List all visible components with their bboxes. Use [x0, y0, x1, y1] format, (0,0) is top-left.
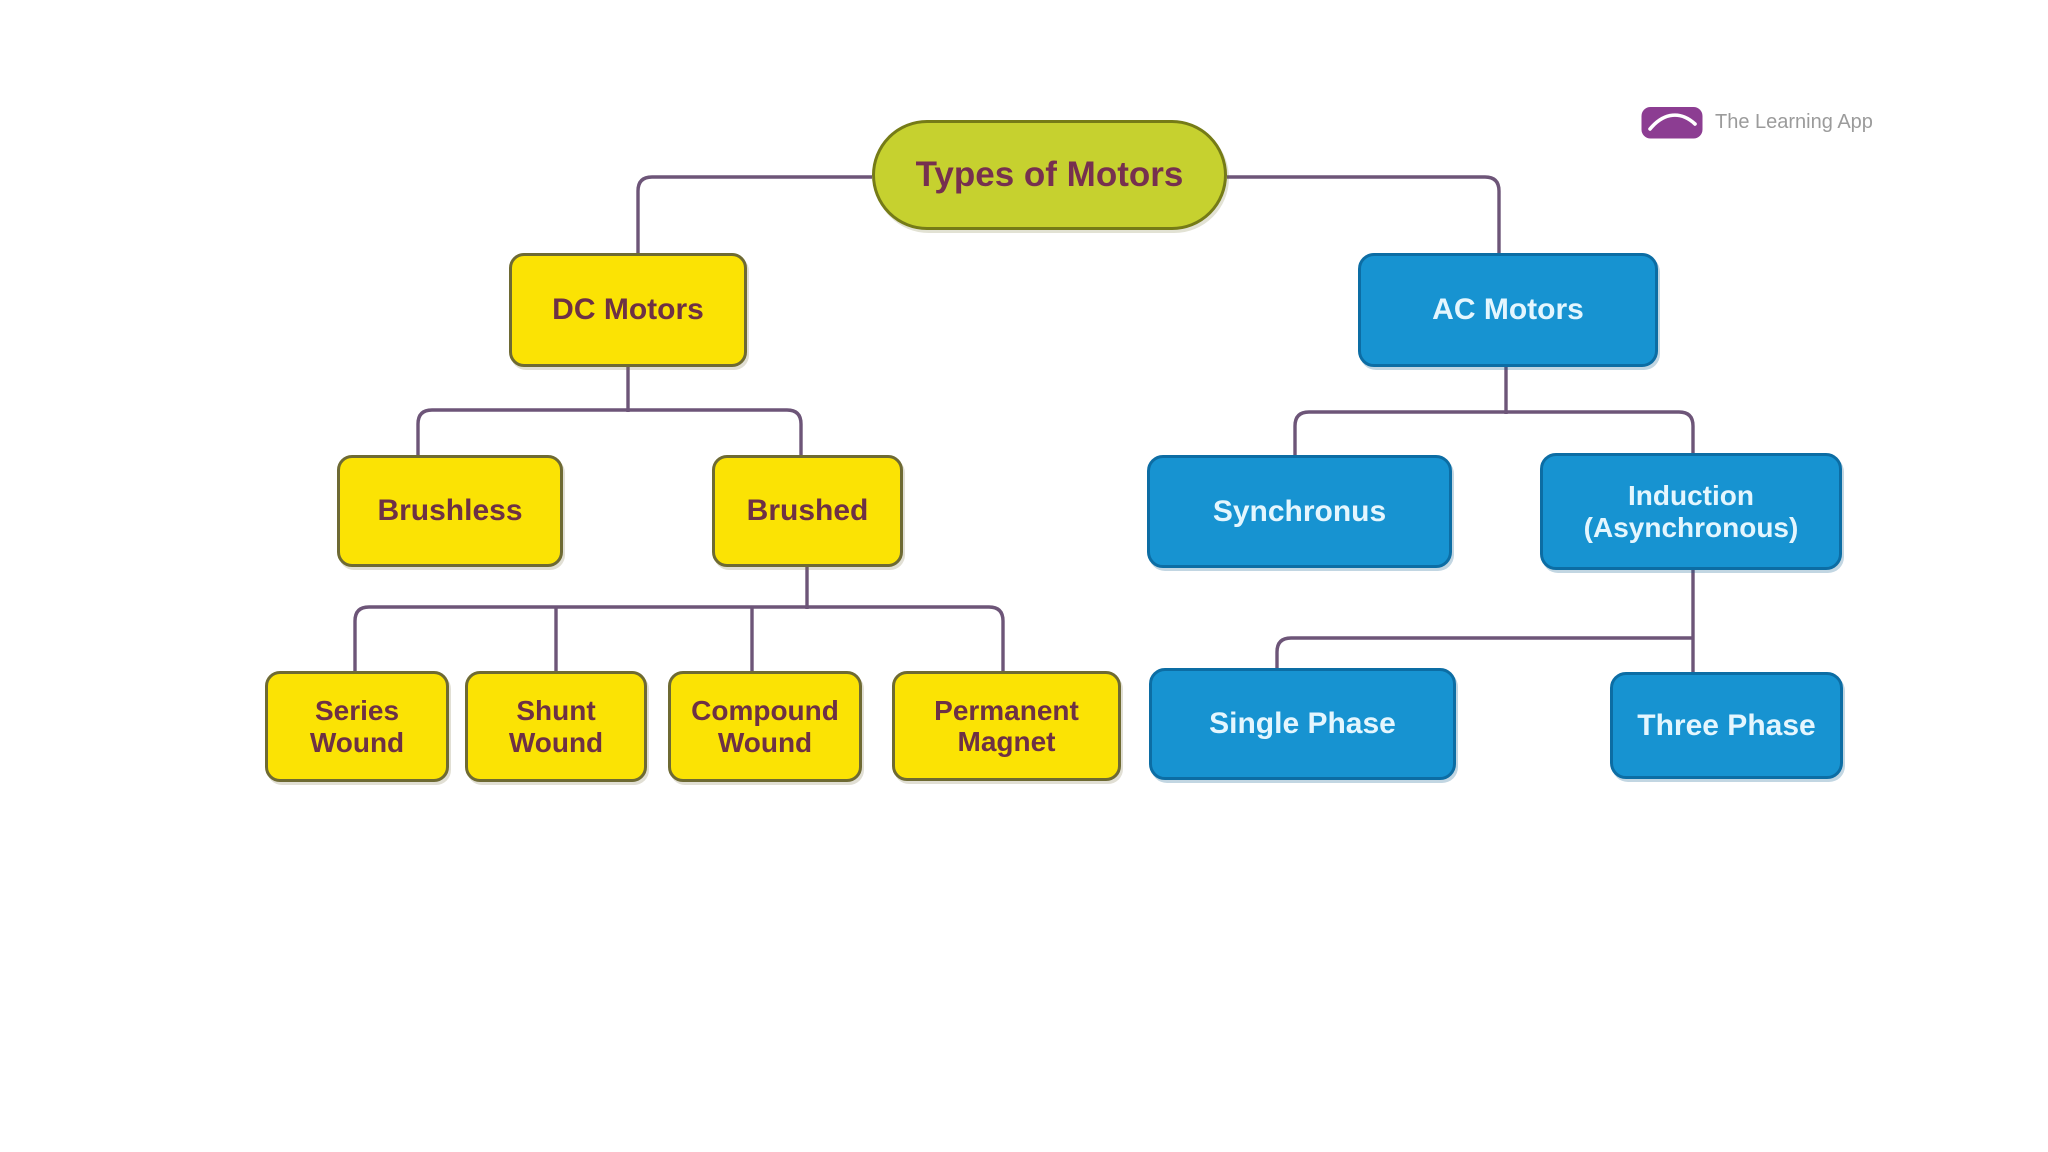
node-induction-asynchronous: Induction (Asynchronous) — [1540, 453, 1842, 570]
node-dc-motors: DC Motors — [509, 253, 747, 367]
edge-ac-bracket — [1293, 410, 1695, 455]
node-brushless: Brushless — [337, 455, 563, 567]
node-shunt-wound: Shunt Wound — [465, 671, 647, 782]
node-compound-wound: Compound Wound — [668, 671, 862, 782]
node-brushed: Brushed — [712, 455, 903, 567]
node-types-of-motors: Types of Motors — [872, 120, 1227, 230]
logo-caption: The Learning App — [1715, 110, 1873, 133]
edge-induction-single — [1275, 636, 1693, 668]
node-series-wound: Series Wound — [265, 671, 449, 782]
edge-root-dc — [636, 175, 872, 253]
edge-dc-bracket — [416, 408, 803, 455]
brand-logo: The Learning App — [1640, 104, 1873, 140]
node-permanent-magnet: Permanent Magnet — [892, 671, 1121, 781]
byjus-swoosh-icon — [1641, 107, 1703, 139]
node-synchronus: Synchronus — [1147, 455, 1452, 568]
node-ac-motors: AC Motors — [1358, 253, 1658, 367]
edge-brushed-bracket — [353, 605, 1005, 671]
edge-root-ac — [1227, 175, 1501, 253]
node-three-phase: Three Phase — [1610, 672, 1843, 779]
node-single-phase: Single Phase — [1149, 668, 1456, 780]
